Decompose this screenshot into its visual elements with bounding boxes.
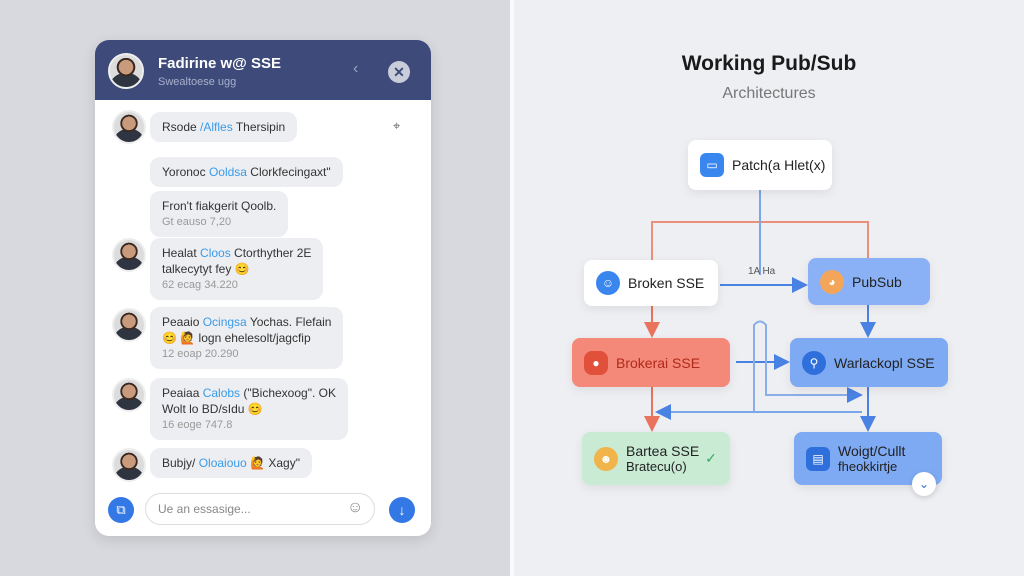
chat-subtitle: Swealtoese ugg — [158, 76, 237, 88]
message-highlight: Oloaiouo — [198, 456, 247, 470]
message-text: talkecytyt fey 😊 — [162, 262, 250, 276]
divider — [510, 0, 514, 576]
message-bubble: Healat Cloos Ctorthyther 2E talkecytyt fe… — [150, 238, 324, 300]
chat-title: Fadirine w@ SSE — [158, 55, 281, 72]
avatar — [108, 53, 144, 89]
send-button[interactable]: ↓ — [389, 497, 415, 523]
check-icon: ✓ — [705, 450, 717, 466]
chat-header: Fadirine w@ SSE Swealtoese ugg ‹ ✕ — [95, 40, 431, 100]
node-broken-sse[interactable]: ☺ Broken SSE — [584, 260, 718, 306]
message-text: Yoronoc — [162, 165, 209, 179]
mascot-icon: ◕ — [820, 269, 844, 294]
message-bubble: Fron't fiakgerit Qoolb. Gt eauso 7,20 — [150, 191, 289, 237]
message-text: Healat — [162, 246, 201, 260]
message-timestamp: 16 eoge 747.8 — [162, 419, 233, 431]
avatar — [112, 448, 146, 482]
message-text: 😊 🙋 logn ehelesolt/jagcfip — [162, 331, 311, 345]
message-text: Rsode — [162, 120, 201, 134]
node-label: Bartea SSE — [626, 443, 700, 459]
chat-panel-background: Fadirine w@ SSE Swealtoese ugg ‹ ✕ ⌖ Rso… — [0, 0, 510, 576]
node-top[interactable]: ▭ Patch(a Hlet(x) — [688, 140, 832, 190]
shield-icon: ● — [584, 350, 608, 375]
message-bubble: Yoronoc Ooldsa Clorkfecingaxt" — [150, 157, 343, 187]
avatar — [112, 238, 146, 272]
node-pubsub[interactable]: ◕ PubSub — [808, 258, 930, 305]
message-highlight: Ocingsa — [202, 315, 247, 329]
diagram-subtitle: Architectures — [722, 85, 816, 102]
message-timestamp: 12 eoap 20.290 — [162, 348, 239, 360]
message-text: Bubjy/ — [162, 456, 199, 470]
message-highlight: Ooldsa — [208, 165, 247, 179]
message-highlight: Calobs — [202, 386, 241, 400]
message-text: ("Bichexoog". OK — [240, 386, 336, 400]
message-highlight: Cloos — [200, 246, 231, 260]
node-label: Warlackopl SSE — [834, 354, 935, 371]
mascot-icon: ☻ — [594, 446, 618, 471]
user-search-icon: ⚲ — [802, 350, 826, 375]
node-brokerai-sse[interactable]: ● Brokerai SSE — [572, 338, 730, 387]
node-label: Brokerai SSE — [616, 354, 701, 371]
message-text: Ctorthyther 2E — [230, 246, 312, 260]
document-icon: ▤ — [806, 446, 830, 471]
pin-icon[interactable]: ⌖ — [393, 118, 401, 133]
node-label: PubSub — [852, 273, 902, 290]
node-sublabel: Bratecu(o) — [626, 459, 687, 474]
emoji-icon[interactable]: ☺ — [347, 499, 364, 516]
diagram-title: Working Pub/Sub — [681, 52, 857, 75]
back-icon[interactable]: ‹ — [353, 60, 359, 77]
message-bubble: Rsode /Alfles Thersipin — [150, 112, 298, 142]
message-bubble: Bubjy/ Oloaiouo 🙋 Xagy" — [150, 448, 312, 478]
diagram-panel: Working Pub/Sub Architectures 1A Ha ▭ Pat… — [514, 0, 1024, 576]
chevron-down-icon[interactable]: ⌄ — [912, 472, 936, 496]
message-bubble: Peaaio Ocingsa Yochas. Flefain 😊 🙋 logn e… — [150, 307, 344, 369]
message-input[interactable]: Ue an essasige... — [145, 493, 375, 525]
node-warlack-sse[interactable]: ⚲ Warlackopl SSE — [790, 338, 948, 387]
message-text: Wolt lo BD/sIdu 😊 — [162, 402, 263, 416]
message-text: 🙋 Xagy" — [246, 456, 300, 470]
server-icon: ▭ — [700, 153, 724, 177]
message-text: Yochas. Flefain — [246, 315, 332, 329]
edge-label: 1A Ha — [748, 266, 776, 277]
node-label: Woigt/Cullt — [838, 443, 906, 459]
message-highlight: /Alfles — [200, 120, 233, 134]
message-timestamp: 62 ecag 34.220 — [162, 279, 238, 291]
node-label: Patch(a Hlet(x) — [732, 157, 826, 173]
avatar — [112, 378, 146, 412]
close-icon[interactable]: ✕ — [388, 61, 410, 83]
connectors — [644, 190, 876, 432]
node-sublabel: fheokkirtje — [838, 459, 898, 474]
message-text: Fron't fiakgerit Qoolb. — [162, 199, 277, 213]
message-text: Clorkfecingaxt" — [246, 165, 331, 179]
message-text: Peaiaa — [162, 386, 203, 400]
node-label: Broken SSE — [628, 275, 705, 291]
message-text: Peaaio — [162, 315, 203, 329]
attach-icon[interactable]: ⧉ — [108, 497, 134, 523]
chat-window: Fadirine w@ SSE Swealtoese ugg ‹ ✕ ⌖ Rso… — [95, 40, 431, 536]
message-timestamp: Gt eauso 7,20 — [162, 216, 232, 228]
avatar — [112, 110, 146, 144]
avatar — [112, 308, 146, 342]
edge-loop — [753, 320, 863, 412]
message-text: Thersipin — [232, 120, 286, 134]
face-icon: ☺ — [596, 271, 620, 295]
message-bubble: Peaiaa Calobs ("Bichexoog". OK Wolt lo BD… — [150, 378, 348, 440]
